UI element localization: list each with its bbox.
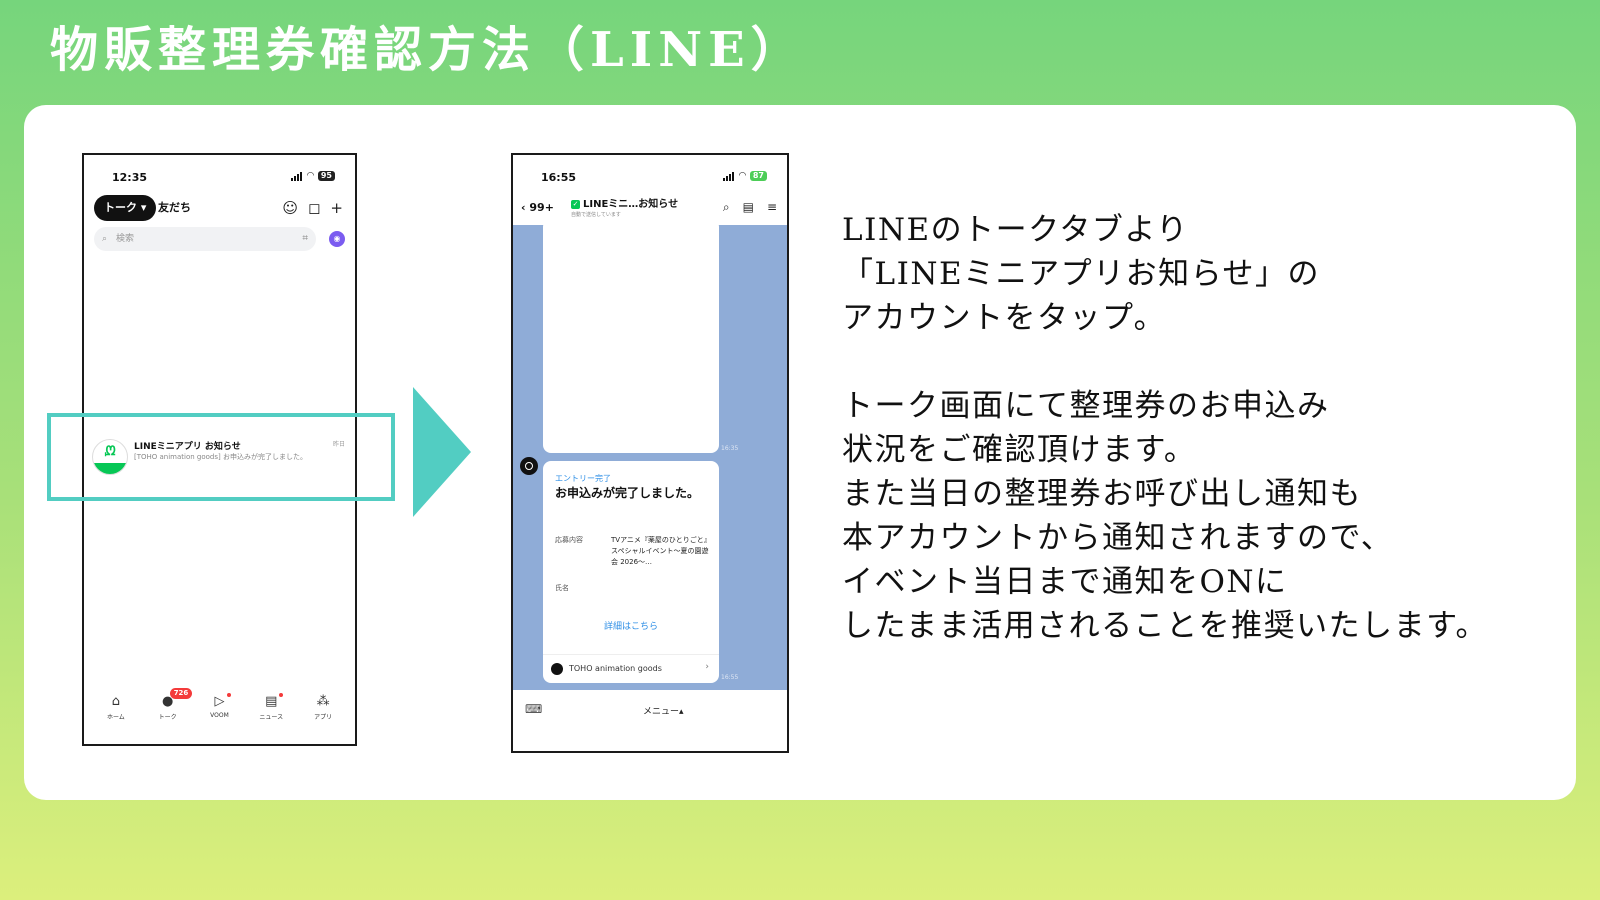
tab-news[interactable]: ▤ ニュース: [249, 693, 293, 724]
message-bubble-entry-complete[interactable]: エントリー完了 お申込みが完了しました。 応募内容 TVアニメ『薬屋のひとりごと…: [543, 461, 719, 683]
instruction-line: トーク画面にて整理券のお申込み: [842, 388, 1330, 424]
tab-home-label: ホーム: [106, 714, 125, 721]
menu-icon[interactable]: ≡: [766, 200, 777, 214]
page-title: 物販整理券確認方法（LINE）: [50, 22, 805, 78]
phone-screenshot-talk-list: 12:35 ◠ 95 トーク ▾ 友だち ☺ ◻ + ⌕ 検索 ⌗ ◉ ᘻ LI…: [82, 153, 357, 746]
unread-badge: 726: [169, 688, 193, 699]
status-time: 12:35: [112, 171, 148, 184]
search-icon[interactable]: ⌕: [722, 200, 730, 214]
search-icon: ⌕: [102, 234, 108, 244]
tab-news-label: ニュース: [259, 714, 284, 721]
chevron-right-icon: ›: [705, 662, 709, 672]
emoji-icon[interactable]: ☺: [282, 199, 298, 217]
back-count: 99+: [529, 201, 554, 214]
arrow-right-icon: [413, 387, 471, 517]
instructions-text: LINEのトークタブより 「LINEミニアプリお知らせ」の アカウントをタップ。…: [842, 208, 1562, 648]
tab-home[interactable]: ⌂ ホーム: [94, 694, 138, 724]
avatar[interactable]: [520, 457, 538, 475]
home-icon: ⌂: [111, 694, 121, 709]
chat-name: LINEミニアプリ お知らせ: [134, 442, 241, 452]
news-icon: ▤: [265, 694, 278, 709]
chat-subtitle: 自動で送信しています: [571, 212, 621, 218]
instruction-line: したまま活用されることを推奨いたします。: [842, 608, 1488, 644]
message-bubble-previous[interactable]: [543, 225, 719, 453]
instruction-line: 本アカウントから通知されますので、: [842, 520, 1394, 556]
status-time: 16:55: [541, 171, 577, 184]
signal-icon: [722, 171, 734, 181]
avatar: [551, 663, 563, 675]
signal-icon: [290, 171, 302, 181]
line-mini-app-logo-icon: ᘻ: [104, 444, 116, 459]
chat-time: 昨日: [332, 441, 345, 448]
chat-title: ✓LINEミニ…お知らせ: [571, 195, 678, 210]
chat-title-text: LINEミニ…お知らせ: [583, 199, 679, 210]
row-label-name: 氏名: [555, 584, 569, 592]
tab-voom[interactable]: ▷ VOOM: [197, 693, 241, 724]
chat-header: ‹ 99+ ✓LINEミニ…お知らせ 自動で送信しています ⌕ ▤ ≡: [519, 191, 781, 227]
search-placeholder: 検索: [116, 234, 135, 244]
add-icon[interactable]: +: [330, 199, 343, 217]
message-timestamp: 16:35: [721, 445, 739, 452]
tab-talk-bottom-label: トーク: [158, 714, 177, 721]
tab-talk-label: トーク: [104, 201, 137, 214]
instruction-line: イベント当日まで通知をONに: [842, 564, 1288, 600]
tab-apps[interactable]: ⁂ アプリ: [301, 694, 345, 724]
chat-bottom-bar: ⌨ メニュー▴: [513, 690, 787, 730]
notes-icon[interactable]: ▤: [742, 200, 754, 214]
bottom-tab-bar: ⌂ ホーム ●726 トーク ▷ VOOM ▤ ニュース ⁂ アプリ: [90, 688, 349, 724]
chat-preview: [TOHO animation goods] お申込みが完了しました。: [134, 453, 307, 461]
message-footer[interactable]: TOHO animation goods ›: [543, 654, 719, 683]
search-input[interactable]: ⌕ 検索 ⌗: [94, 227, 316, 251]
menu-button[interactable]: メニュー▴: [643, 707, 684, 717]
verified-shield-icon: ✓: [571, 200, 580, 209]
highlight-box: [47, 413, 395, 501]
wifi-icon: ◠: [306, 171, 314, 181]
row-label-application: 応募内容: [555, 536, 583, 544]
keyboard-icon[interactable]: ⌨: [525, 702, 543, 716]
phone-screenshot-chat-room: 16:55 ◠ 87 ‹ 99+ ✓LINEミニ…お知らせ 自動で送信しています…: [511, 153, 789, 753]
footer-account-name: TOHO animation goods: [569, 664, 662, 673]
back-button[interactable]: ‹ 99+: [521, 201, 554, 214]
wifi-icon: ◠: [738, 171, 746, 181]
chevron-left-icon: ‹: [521, 201, 526, 214]
message-title: お申込みが完了しました。: [555, 486, 700, 500]
ai-assistant-icon[interactable]: ◉: [329, 231, 345, 247]
new-chat-icon[interactable]: ◻: [307, 199, 321, 217]
talk-header: トーク ▾ 友だち ☺ ◻ +: [94, 195, 345, 221]
tab-voom-label: VOOM: [210, 712, 229, 719]
instruction-line: 状況をご確認頂けます。: [842, 432, 1197, 468]
tab-talk[interactable]: トーク ▾: [94, 195, 157, 221]
instruction-line: 「LINEミニアプリお知らせ」の: [842, 256, 1320, 292]
scan-icon[interactable]: ⌗: [302, 233, 308, 244]
message-label: エントリー完了: [555, 474, 611, 483]
battery-level: 87: [749, 171, 767, 181]
instruction-line: LINEのトークタブより: [842, 212, 1189, 248]
status-bar: 16:55 ◠ 87: [541, 171, 767, 185]
chat-item-line-mini-app[interactable]: ᘻ LINEミニアプリ お知らせ [TOHO animation goods] …: [92, 435, 347, 479]
instruction-line: また当日の整理券お呼び出し通知も: [842, 476, 1362, 512]
instruction-line: アカウントをタップ。: [842, 300, 1167, 336]
chat-area[interactable]: 16:35 エントリー完了 お申込みが完了しました。 応募内容 TVアニメ『薬屋…: [513, 225, 787, 690]
tab-friends[interactable]: 友だち: [158, 201, 191, 214]
play-icon: ▷: [214, 694, 225, 709]
status-bar: 12:35 ◠ 95: [112, 171, 335, 185]
apps-icon: ⁂: [316, 694, 330, 709]
row-value-application: TVアニメ『薬屋のひとりごと』スペシャルイベント〜夏の園遊会 2026〜…: [611, 536, 711, 566]
chat-icon: ●: [162, 694, 174, 709]
tab-talk-bottom[interactable]: ●726 トーク: [146, 688, 193, 724]
details-link[interactable]: 詳細はこちら: [603, 622, 658, 632]
tab-apps-label: アプリ: [314, 714, 333, 721]
message-timestamp: 16:55: [721, 674, 739, 681]
avatar: ᘻ: [92, 439, 128, 475]
battery-level: 95: [317, 171, 335, 181]
